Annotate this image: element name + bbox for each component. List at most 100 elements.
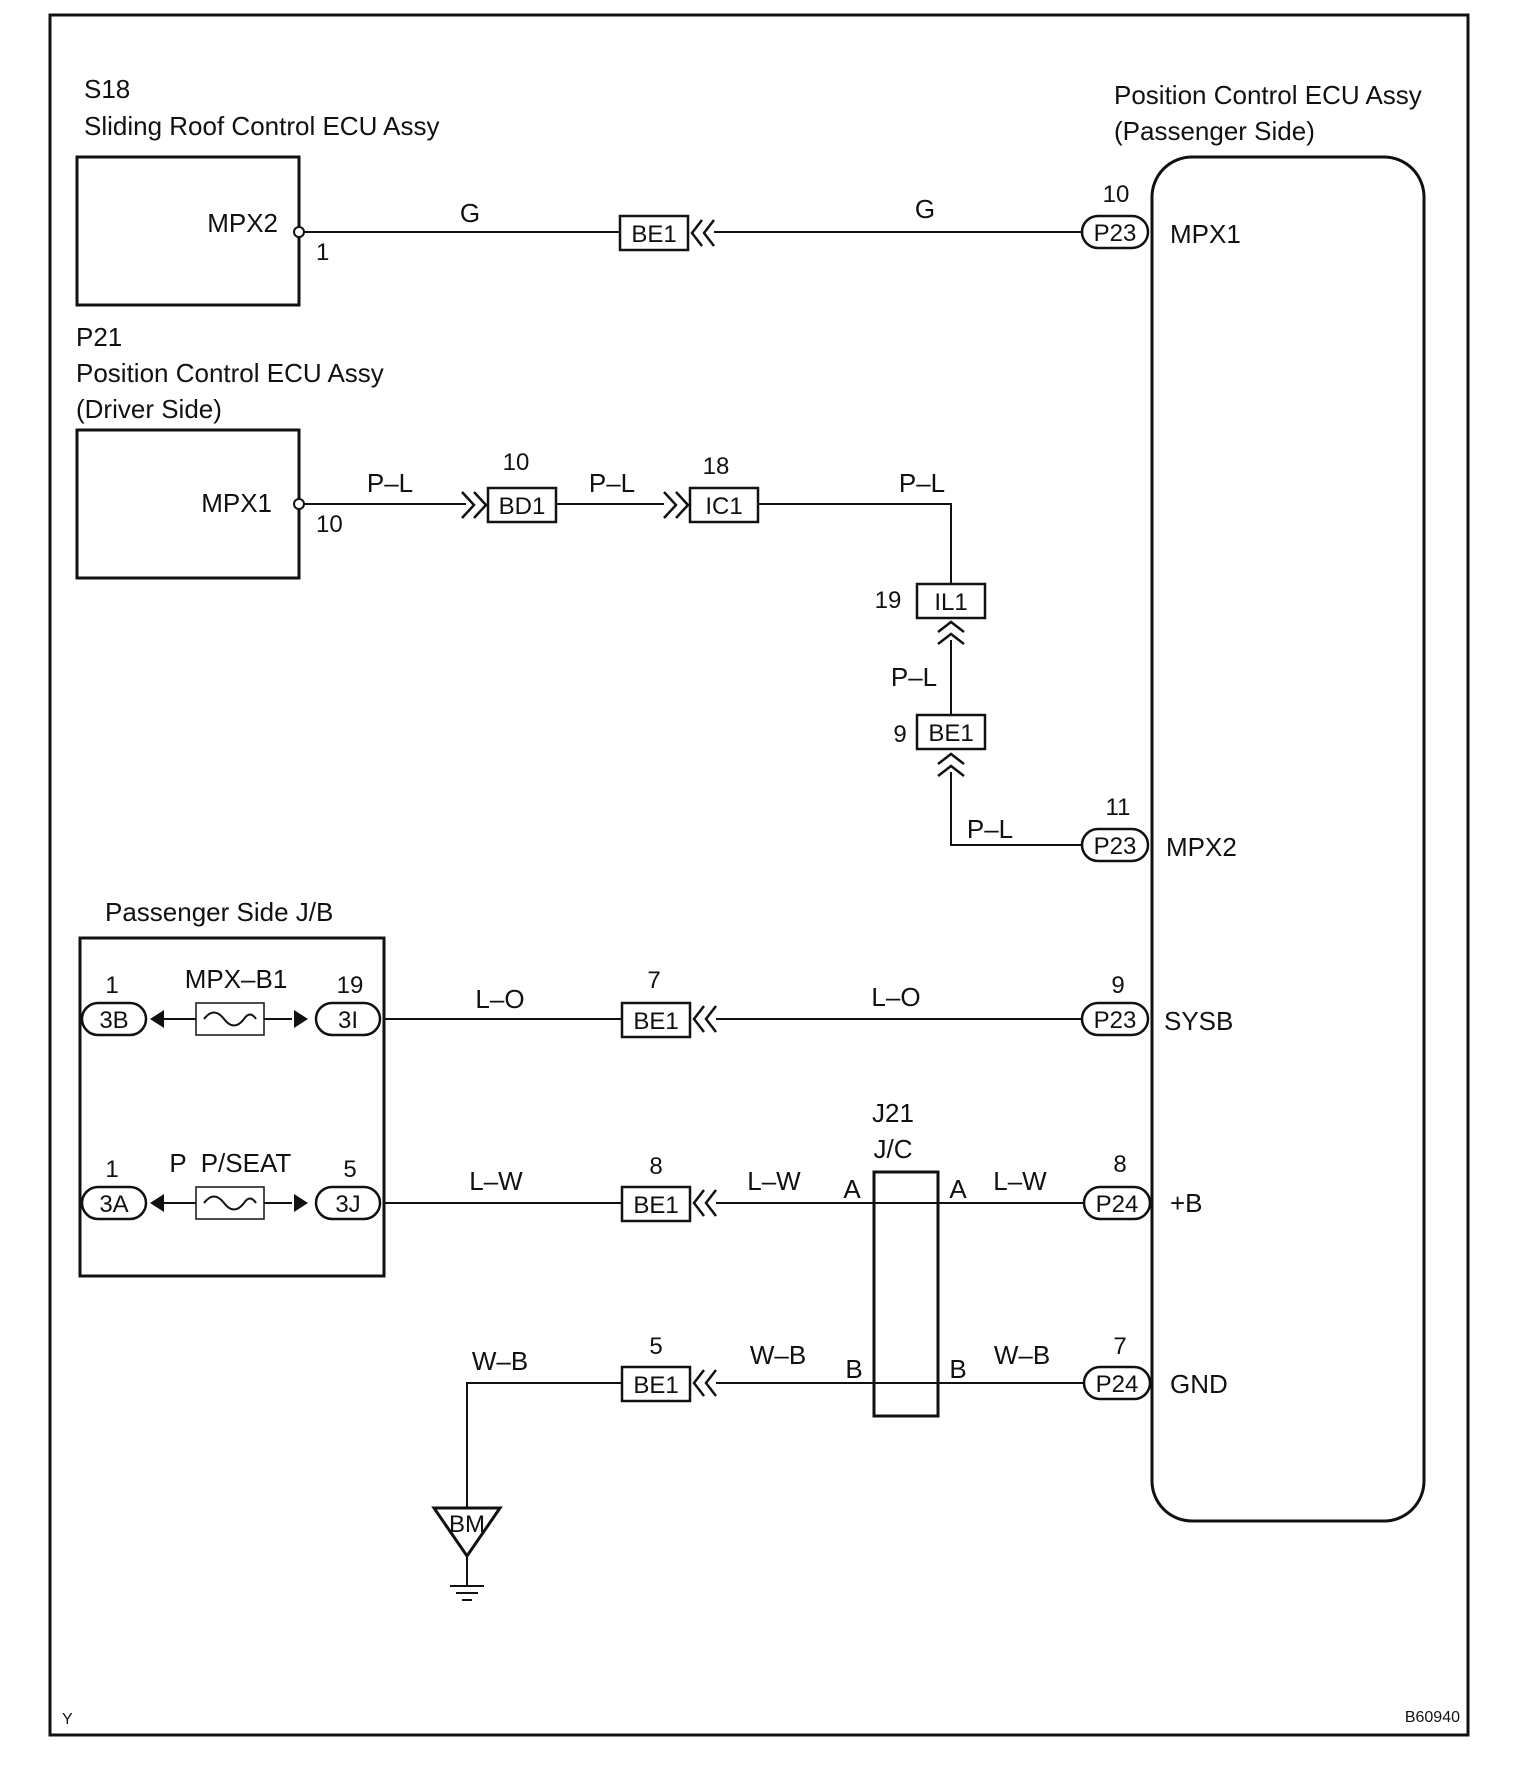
- be1-pin-5: 5: [649, 1333, 662, 1360]
- chevron-up-icon: [937, 752, 965, 777]
- ecu-term-b-pin: 8: [1113, 1151, 1126, 1178]
- bd1-pin: 10: [503, 449, 530, 476]
- jb-fuse2-out-pin: 5: [343, 1156, 356, 1183]
- ecu-term-mpx1-conn: [1080, 214, 1150, 250]
- ecu-term-mpx1-name: MPX1: [1170, 219, 1241, 249]
- s18-pin: 1: [316, 239, 329, 266]
- connector-be1-lw: [620, 1185, 692, 1223]
- chevron-left-icon: [690, 219, 715, 247]
- jc-pin-b-left: B: [845, 1354, 862, 1384]
- jc-box: [872, 1170, 940, 1418]
- connector-be1-vertical: [915, 713, 987, 751]
- wire-wb-label-left: W–B: [472, 1346, 528, 1376]
- connector-il1-label: IL1: [934, 589, 967, 616]
- arrow-left-icon: [150, 1194, 164, 1212]
- ecu-term-mpx2-pin: 11: [1106, 794, 1131, 821]
- jb-fuse1-in-conn: [80, 1001, 148, 1037]
- jb-fuse2-body: [195, 1186, 265, 1220]
- ecu-term-sysb-conn-label: P23: [1094, 1007, 1137, 1034]
- jb-fuse2-out-conn-label: 3J: [335, 1191, 360, 1218]
- p21-pin-dot: [293, 498, 305, 510]
- jb-fuse1-out-conn-label: 3I: [338, 1007, 358, 1034]
- ground-point-icon: [431, 1506, 503, 1559]
- passenger-ecu-name: Position Control ECU Assy: [1114, 80, 1422, 110]
- wire-pl-5: [950, 772, 1082, 846]
- chevron-up-icon: [937, 620, 965, 645]
- s18-name: Sliding Roof Control ECU Assy: [84, 111, 439, 141]
- diagram-frame: [48, 13, 1470, 1737]
- ic1-pin: 18: [703, 453, 730, 480]
- chevron-left-icon: [692, 1005, 717, 1033]
- wire-lw-label-mid: L–W: [747, 1166, 801, 1196]
- wire-pl-label-4: P–L: [891, 662, 937, 692]
- wire-pl-label-2: P–L: [589, 468, 635, 498]
- ecu-term-mpx2-conn-label: P23: [1094, 833, 1137, 860]
- wire-g-label-left: G: [460, 198, 480, 228]
- p21-id: P21: [76, 322, 122, 352]
- ecu-term-mpx1-conn-label: P23: [1094, 220, 1137, 247]
- jb-fuse1-in-pin: 1: [105, 972, 118, 999]
- p21-pin: 10: [316, 511, 343, 538]
- p21-name: Position Control ECU Assy: [76, 358, 384, 388]
- jb-box: [78, 936, 386, 1278]
- footer-left-code: Y: [62, 1711, 73, 1728]
- ecu-term-gnd-pin: 7: [1113, 1333, 1126, 1360]
- il1-pin: 19: [875, 587, 902, 614]
- jb-fuse2-in-conn: [80, 1185, 148, 1221]
- jb-fuse2-name: P/SEAT: [201, 1148, 292, 1178]
- ecu-term-gnd-conn-label: P24: [1096, 1371, 1139, 1398]
- connector-be1-vertical-label: BE1: [928, 720, 973, 747]
- p21-terminal: MPX1: [201, 488, 272, 518]
- connector-bd1: [486, 486, 558, 524]
- s18-terminal: MPX2: [207, 208, 278, 238]
- wire-lo-label-right: L–O: [871, 982, 920, 1012]
- jc-pin-b-right: B: [949, 1354, 966, 1384]
- fuse-icon: [203, 1011, 257, 1027]
- wire-wb-label-right: W–B: [994, 1340, 1050, 1370]
- passenger-ecu-box: [1150, 155, 1426, 1523]
- jb-fuse1-out-pin: 19: [337, 972, 364, 999]
- jb-fuse2-in-conn-label: 3A: [99, 1191, 128, 1218]
- ecu-term-mpx1-pin: 10: [1103, 181, 1130, 208]
- connector-be1-wb: [620, 1365, 692, 1403]
- wire-lo-label-left: L–O: [475, 984, 524, 1014]
- wire-g-label-right: G: [915, 194, 935, 224]
- jc-name: J/C: [874, 1134, 913, 1164]
- s18-id: S18: [84, 74, 130, 104]
- jb-fuse2-in-pin: 1: [105, 1156, 118, 1183]
- footer-figure-code: B60940: [1405, 1709, 1460, 1726]
- connector-ic1: [688, 486, 760, 524]
- chevron-left-icon: [692, 1189, 717, 1217]
- wire-lw-label-right: L–W: [993, 1166, 1047, 1196]
- s18-pin-dot: [293, 226, 305, 238]
- ecu-term-b-name: +B: [1170, 1188, 1203, 1218]
- wire-wb-label-mid: W–B: [750, 1340, 806, 1370]
- jb-fuse1-name: MPX–B1: [185, 964, 288, 994]
- wire-pl-label-1: P–L: [367, 468, 413, 498]
- jb-fuse1-out-conn: [314, 1001, 382, 1037]
- wire-pl-label-5: P–L: [967, 814, 1013, 844]
- wire-wb-left: [466, 1382, 622, 1514]
- jc-pin-a-left: A: [843, 1174, 861, 1204]
- jc-pin-a-right: A: [949, 1174, 967, 1204]
- ecu-term-sysb-conn: [1080, 1001, 1150, 1037]
- wire-pl-3: [758, 503, 952, 585]
- ecu-term-b-conn: [1082, 1185, 1152, 1221]
- ground-id: BM: [449, 1511, 485, 1538]
- ecu-term-mpx2-name: MPX2: [1166, 832, 1237, 862]
- jb-title: Passenger Side J/B: [105, 897, 333, 927]
- connector-be1-lw-label: BE1: [633, 1192, 678, 1219]
- connector-be1-wb-label: BE1: [633, 1372, 678, 1399]
- jc-id: J21: [872, 1098, 914, 1128]
- ecu-term-sysb-pin: 9: [1111, 972, 1124, 999]
- arrow-right-icon: [294, 1010, 308, 1028]
- passenger-ecu-side: (Passenger Side): [1114, 116, 1315, 146]
- jb-fuse2-prefix: P: [169, 1148, 186, 1178]
- be1-pin-9: 9: [893, 721, 906, 748]
- connector-be1-top: [618, 214, 690, 252]
- arrow-right-icon: [294, 1194, 308, 1212]
- wire-pl-label-3: P–L: [899, 468, 945, 498]
- chevron-left-icon: [692, 1369, 717, 1397]
- arrow-left-icon: [150, 1010, 164, 1028]
